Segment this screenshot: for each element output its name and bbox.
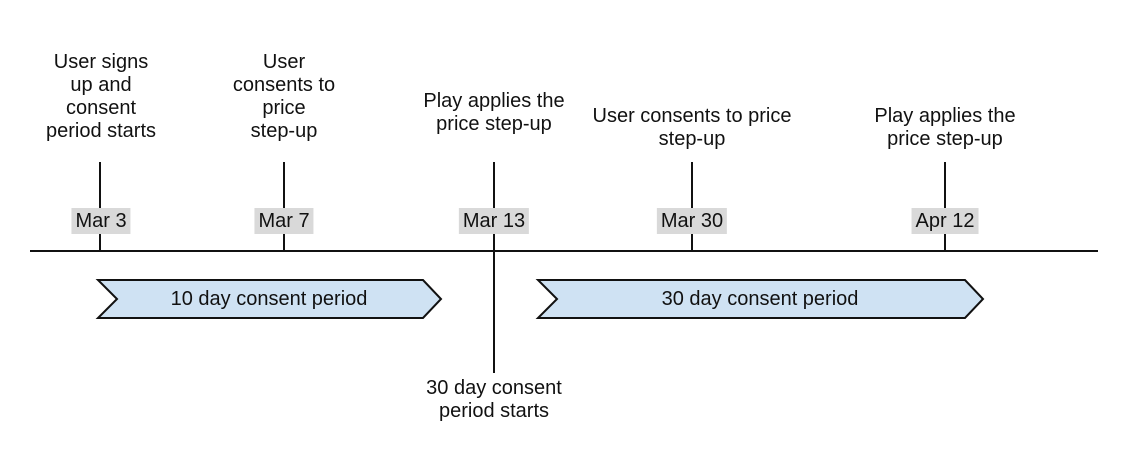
date-badge-mar-30: Mar 30 xyxy=(656,208,728,234)
consent-period-arrow-30day xyxy=(535,279,985,319)
event-label-mar-30: User consents to price step-up xyxy=(592,105,792,150)
event-label-mar-13: Play applies the price step-up xyxy=(423,90,565,135)
date-badge-mar-7: Mar 7 xyxy=(254,208,314,234)
consent-period-arrow-10day xyxy=(95,279,443,319)
date-badge-apr-12: Apr 12 xyxy=(911,208,979,234)
period-label-30day: 30 day consent period xyxy=(661,288,859,310)
date-badge-mar-13: Mar 13 xyxy=(458,208,530,234)
date-badge-mar-3: Mar 3 xyxy=(71,208,131,234)
note-30day-consent-period-starts: 30 day consent period starts xyxy=(426,377,562,422)
period-label-10day: 10 day consent period xyxy=(170,288,368,310)
event-label-apr-12: Play applies the price step-up xyxy=(874,105,1016,150)
event-label-mar-3: User signs up and consent period starts xyxy=(45,51,157,142)
event-label-mar-7: User consents to price step-up xyxy=(232,51,336,142)
